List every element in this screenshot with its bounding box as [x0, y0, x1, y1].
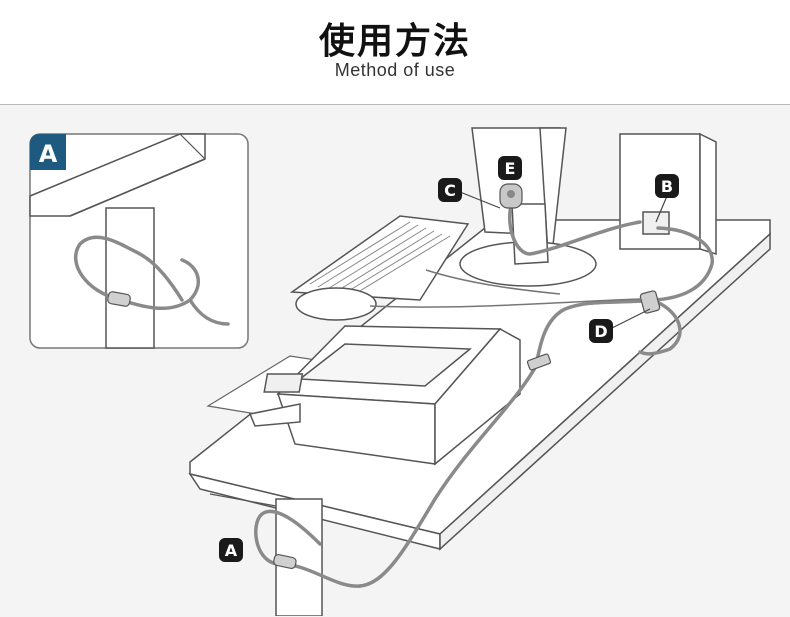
cable-clip-D [639, 290, 661, 314]
badge-D-text: D [594, 322, 607, 341]
badge-A-inset: A [30, 134, 66, 170]
printer [248, 325, 521, 466]
badge-C: C [438, 178, 462, 202]
mouse-cable [369, 298, 641, 308]
badge-D: D [589, 319, 613, 343]
badge-C-text: C [444, 181, 456, 200]
badge-B-text: B [661, 177, 673, 196]
badge-A-text: A [225, 541, 238, 560]
keyboard [289, 215, 470, 301]
ferrule-A [273, 553, 297, 570]
security-cable [254, 200, 714, 588]
badge-E-text: E [505, 159, 516, 178]
badge-B: B [655, 174, 679, 198]
badge-A-inset-text: A [39, 140, 58, 168]
keyboard-cable [425, 269, 561, 295]
inset-cable-loop [73, 235, 230, 326]
inset-ferrule [107, 291, 131, 307]
badge-E: E [498, 156, 522, 180]
leader-lines [459, 191, 668, 329]
cable-clip-printer [526, 353, 552, 371]
monitor [459, 127, 597, 287]
desk-lock-illustration: A [29, 127, 771, 616]
badge-A: A [219, 538, 243, 562]
mouse [295, 287, 377, 321]
page-title: 使用方法 [318, 21, 471, 62]
inset-panel [29, 133, 249, 349]
lock-E [499, 183, 523, 209]
page-subtitle: Method of use [334, 60, 456, 80]
